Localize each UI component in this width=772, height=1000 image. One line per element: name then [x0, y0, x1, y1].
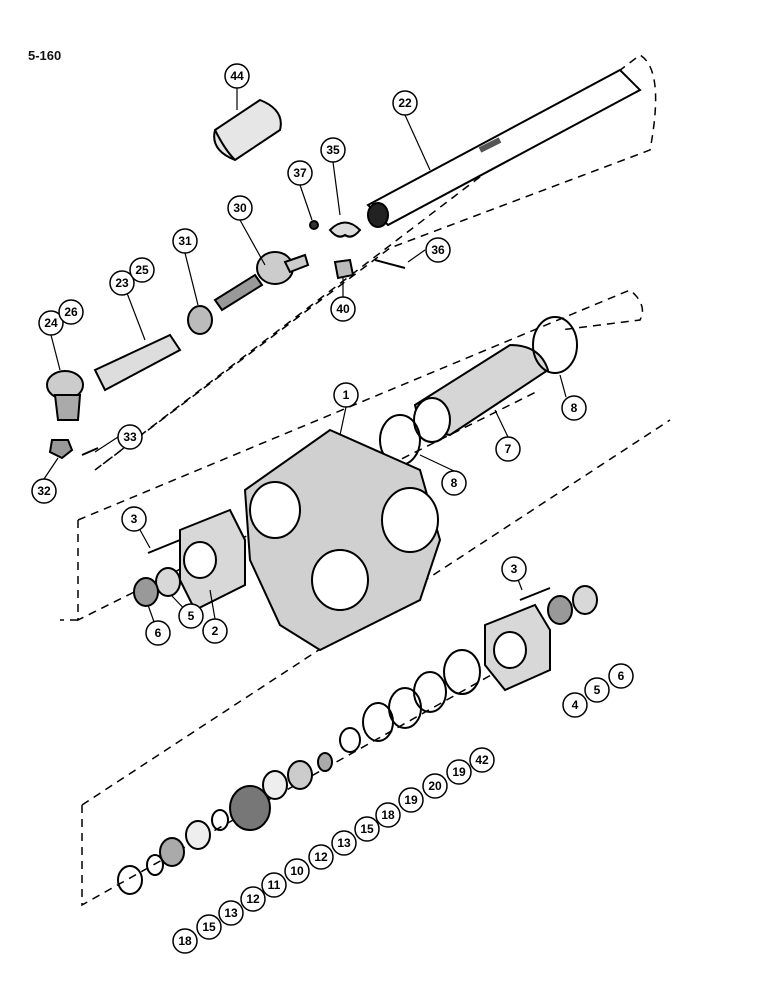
callout-42: 42: [469, 747, 495, 773]
svg-text:18: 18: [381, 808, 395, 822]
svg-text:35: 35: [326, 143, 340, 157]
svg-text:11: 11: [268, 878, 281, 892]
svg-text:19: 19: [404, 793, 418, 807]
svg-text:20: 20: [428, 779, 442, 793]
piston-ring-stack: [117, 649, 481, 895]
callout-12-upper: 12: [308, 844, 334, 870]
svg-text:13: 13: [337, 836, 351, 850]
callout-3-right: 3: [501, 556, 527, 582]
outer-tie-rod-part: [46, 333, 182, 421]
callout-23: 23: [109, 270, 135, 296]
svg-text:5: 5: [594, 683, 601, 697]
boot-part: [213, 98, 282, 162]
svg-text:33: 33: [123, 430, 137, 444]
callout-labels: 44 22 35 37 30 31 36 23 25 24 26 40 1 8 …: [31, 63, 634, 954]
right-end-cap-part: [484, 585, 598, 692]
svg-text:40: 40: [336, 302, 350, 316]
svg-text:6: 6: [155, 626, 162, 640]
callout-18-upper: 18: [375, 802, 401, 828]
callout-37: 37: [287, 160, 313, 186]
inner-tie-rod-part: [213, 251, 310, 312]
page-reference: 5-160: [28, 48, 62, 63]
svg-text:3: 3: [131, 512, 138, 526]
svg-text:32: 32: [37, 484, 51, 498]
callout-2: 2: [202, 618, 228, 644]
svg-text:15: 15: [202, 920, 216, 934]
svg-text:26: 26: [64, 305, 78, 319]
svg-text:4: 4: [572, 698, 579, 712]
callout-13-lower: 13: [218, 900, 244, 926]
callout-8-lower: 8: [441, 470, 467, 496]
callout-25: 25: [129, 257, 155, 283]
svg-text:37: 37: [293, 166, 307, 180]
callout-3-left: 3: [121, 506, 147, 532]
callout-30: 30: [227, 195, 253, 221]
svg-text:24: 24: [44, 316, 58, 330]
svg-text:3: 3: [511, 562, 518, 576]
callout-40: 40: [330, 296, 356, 322]
callout-6-left: 6: [145, 620, 171, 646]
callout-20: 20: [422, 773, 448, 799]
callout-26: 26: [58, 299, 84, 325]
callout-5-left: 5: [178, 603, 204, 629]
callout-32: 32: [31, 478, 57, 504]
callout-33: 33: [117, 424, 143, 450]
callout-19-a: 19: [446, 759, 472, 785]
callout-11: 11: [261, 872, 287, 898]
svg-text:8: 8: [571, 401, 578, 415]
svg-text:10: 10: [290, 864, 304, 878]
callout-44: 44: [224, 63, 250, 89]
callout-19-b: 19: [398, 787, 424, 813]
callout-7: 7: [495, 436, 521, 462]
callout-15-lower: 15: [196, 914, 222, 940]
svg-text:30: 30: [233, 201, 247, 215]
callout-10: 10: [284, 858, 310, 884]
svg-text:42: 42: [475, 753, 489, 767]
callout-36: 36: [425, 237, 451, 263]
callout-22: 22: [392, 90, 418, 116]
center-group-outline: [60, 289, 644, 622]
callout-5-right: 5: [584, 677, 610, 703]
svg-text:23: 23: [115, 276, 129, 290]
callout-4: 4: [562, 692, 588, 718]
svg-text:12: 12: [314, 850, 328, 864]
svg-text:25: 25: [135, 263, 149, 277]
cylinder-tube-part: [379, 316, 578, 466]
svg-text:15: 15: [360, 822, 374, 836]
svg-text:19: 19: [452, 765, 466, 779]
callout-1: 1: [333, 382, 359, 408]
callout-24: 24: [38, 310, 64, 336]
svg-text:6: 6: [618, 669, 625, 683]
callout-31: 31: [172, 228, 198, 254]
svg-text:7: 7: [505, 442, 512, 456]
callout-13-upper: 13: [331, 830, 357, 856]
callout-35: 35: [320, 137, 346, 163]
svg-text:22: 22: [398, 96, 412, 110]
svg-text:13: 13: [224, 906, 238, 920]
lock-nut-part: [187, 305, 213, 335]
callout-12-lower: 12: [240, 886, 266, 912]
housing-part: [243, 428, 442, 652]
tie-rod-part: [366, 68, 642, 228]
callout-18-lower: 18: [172, 928, 198, 954]
svg-text:8: 8: [451, 476, 458, 490]
svg-text:18: 18: [178, 934, 192, 948]
svg-text:12: 12: [246, 892, 260, 906]
left-end-cap-part: [133, 508, 246, 612]
castle-nut-part: [48, 439, 99, 460]
upper-group-outline: [94, 54, 657, 471]
svg-text:31: 31: [178, 234, 192, 248]
callout-15-upper: 15: [354, 816, 380, 842]
clamp-part: [309, 220, 406, 280]
svg-text:36: 36: [431, 243, 445, 257]
callout-8-upper: 8: [561, 395, 587, 421]
callout-6-right: 6: [608, 663, 634, 689]
svg-text:44: 44: [230, 69, 244, 83]
svg-text:5: 5: [188, 609, 195, 623]
svg-text:2: 2: [212, 624, 219, 638]
svg-text:1: 1: [343, 388, 350, 402]
